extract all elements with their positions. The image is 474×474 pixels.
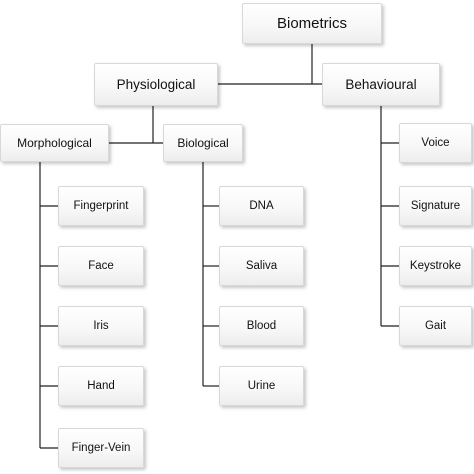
node-behavioural: Behavioural <box>322 63 440 106</box>
node-keystroke: Keystroke <box>399 246 472 286</box>
node-fingerprint-label: Fingerprint <box>73 200 129 212</box>
node-physiological: Physiological <box>94 63 218 106</box>
node-physiological-label: Physiological <box>116 77 196 92</box>
node-finger-vein: Finger-Vein <box>58 428 144 468</box>
node-face: Face <box>58 246 144 286</box>
node-voice-label: Voice <box>421 137 450 149</box>
node-hand: Hand <box>58 366 144 406</box>
node-morphological-label: Morphological <box>17 136 92 150</box>
node-urine: Urine <box>219 366 304 406</box>
node-hand-label: Hand <box>87 380 115 392</box>
node-face-label: Face <box>88 260 114 272</box>
node-blood-label: Blood <box>246 320 277 332</box>
node-morphological: Morphological <box>0 124 109 162</box>
node-saliva: Saliva <box>219 246 304 286</box>
node-biological-label: Biological <box>177 136 229 150</box>
node-signature: Signature <box>399 186 472 226</box>
node-blood: Blood <box>219 306 304 346</box>
node-biometrics-label: Biometrics <box>276 15 347 32</box>
node-finger-vein-label: Finger-Vein <box>71 442 131 454</box>
node-iris-label: Iris <box>93 320 109 332</box>
node-dna-label: DNA <box>249 200 274 212</box>
node-gait: Gait <box>399 306 472 346</box>
node-biometrics: Biometrics <box>242 3 382 44</box>
node-signature-label: Signature <box>410 200 461 212</box>
node-dna: DNA <box>219 186 304 226</box>
node-gait-label: Gait <box>424 320 447 332</box>
node-iris: Iris <box>58 306 144 346</box>
node-fingerprint: Fingerprint <box>58 186 144 226</box>
node-behavioural-label: Behavioural <box>345 77 417 92</box>
node-voice: Voice <box>399 123 472 163</box>
node-biological: Biological <box>163 124 243 162</box>
node-urine-label: Urine <box>247 380 276 392</box>
node-keystroke-label: Keystroke <box>409 260 462 272</box>
node-saliva-label: Saliva <box>245 260 278 272</box>
